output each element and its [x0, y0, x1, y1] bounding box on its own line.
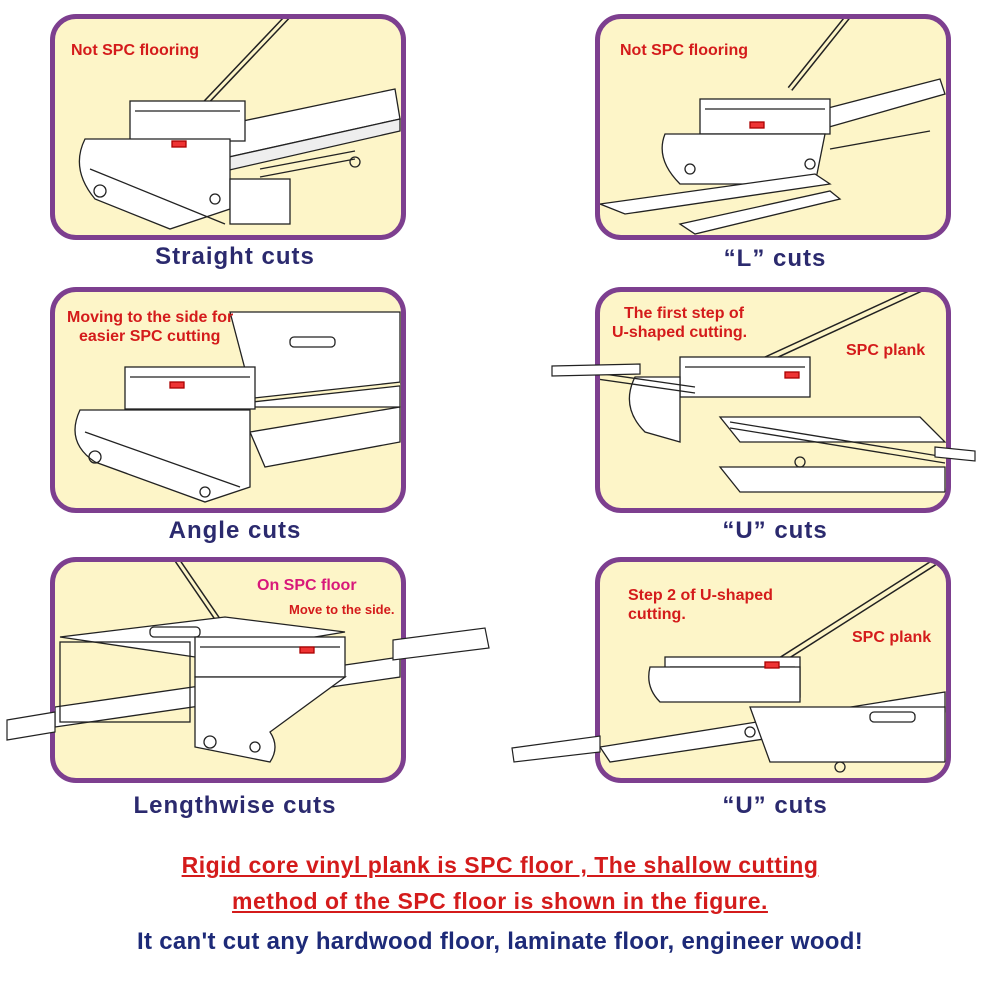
note-not-spc-flooring: Not SPC flooring	[620, 42, 748, 59]
cutter-machine-drawing	[600, 562, 946, 773]
caption-lengthwise-cuts: Lengthwise cuts	[133, 792, 337, 819]
cutter-machine-drawing	[600, 292, 946, 493]
cutter-machine-drawing	[600, 19, 946, 235]
panel-straight-cuts: Not SPC flooring	[50, 14, 406, 240]
spc-plank-drawing	[511, 735, 601, 763]
note-moving-to-side-line1: Moving to the side for	[67, 309, 234, 326]
panel-lengthwise-cuts: On SPC floor Move to the side.	[50, 557, 406, 783]
cutter-machine-drawing	[74, 311, 401, 503]
footer-spc-method: method of the SPC floor is shown in the …	[232, 888, 768, 914]
note-first-step-line1: The first step of	[624, 305, 745, 322]
spc-plank-drawing	[392, 627, 490, 661]
spc-plank-label: SPC plank	[852, 629, 932, 646]
spc-plank-drawing	[6, 711, 56, 741]
panel-u-cuts-step1: The first step of U-shaped cutting. SPC …	[595, 287, 951, 513]
note-step2-line1: Step 2 of U-shaped	[628, 587, 773, 604]
spc-plank-label: SPC plank	[846, 342, 926, 359]
footer-spc-definition: Rigid core vinyl plank is SPC floor , Th…	[181, 852, 819, 878]
caption-l-cuts: “L” cuts	[723, 245, 827, 272]
footer-warning: It can't cut any hardwood floor, laminat…	[136, 928, 863, 955]
cutter-machine-drawing	[55, 562, 401, 763]
panel-l-cuts: Not SPC flooring	[595, 14, 951, 240]
note-on-spc-floor: On SPC floor	[257, 577, 357, 594]
note-moving-to-side-line2: easier SPC cutting	[79, 328, 221, 345]
cutter-machine-drawing	[78, 19, 401, 230]
caption-angle-cuts: Angle cuts	[168, 517, 302, 544]
note-first-step-line2: U-shaped cutting.	[612, 324, 748, 341]
caption-u-cuts-1: “U” cuts	[722, 517, 828, 544]
note-move-to-side: Move to the side.	[289, 602, 395, 617]
panel-angle-cuts: Moving to the side for easier SPC cuttin…	[50, 287, 406, 513]
panel-u-cuts-step2: Step 2 of U-shaped cutting. SPC plank	[595, 557, 951, 783]
note-not-spc-flooring: Not SPC flooring	[71, 42, 199, 59]
note-step2-line2: cutting.	[628, 606, 686, 623]
caption-u-cuts-2: “U” cuts	[722, 792, 828, 819]
caption-straight-cuts: Straight cuts	[155, 243, 315, 270]
